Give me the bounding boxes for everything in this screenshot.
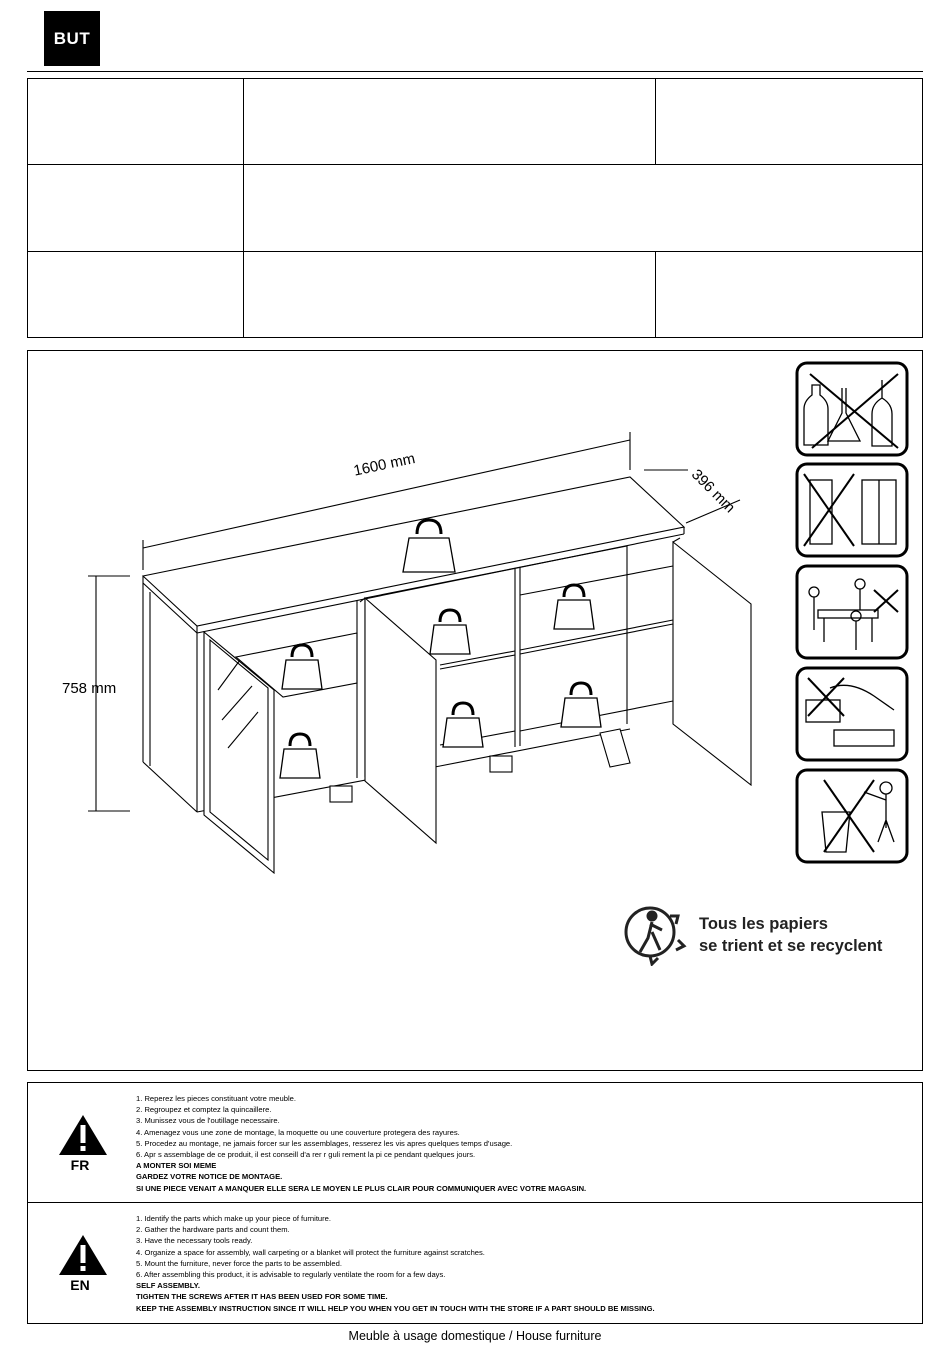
list-item: 1. Reperez les pieces constituant votre … [136, 1094, 296, 1103]
no-dragging-floor-icon [795, 666, 909, 762]
brand-logo-text: BUT [53, 28, 91, 48]
warning-icon [59, 1115, 107, 1155]
footer-usage-note: Meuble à usage domestique / House furnit… [348, 1329, 602, 1343]
list-item: 6. Apr s assemblage de ce produit, il es… [136, 1150, 476, 1160]
list-item: TIGHTEN THE SCREWS AFTER IT HAS BEEN USE… [136, 1292, 388, 1302]
table-row-divider [28, 251, 922, 252]
no-trash-disposal-icon [795, 768, 909, 864]
product-info-table [27, 78, 923, 338]
list-item: 5. Procedez au montage, ne jamais forcer… [136, 1138, 513, 1148]
two-person-assembly-icon [795, 564, 909, 660]
list-item: SELF ASSEMBLY. [136, 1281, 200, 1291]
table-column-divider [655, 251, 656, 337]
header-divider [27, 71, 923, 72]
list-item: 4. Organize a space for assembly, wall c… [136, 1247, 485, 1257]
instructions-list-en: 1. Identify the parts which make up your… [136, 1213, 655, 1314]
instructions-list-fr: 1. Reperez les pieces constituant votre … [136, 1093, 586, 1194]
assembly-notice-fr: FR 1. Reperez les pieces constituant vot… [27, 1082, 923, 1203]
list-item: 5. Mount the furniture, never force the … [136, 1258, 342, 1268]
recycling-line-2: se trient et se recyclent [699, 937, 883, 955]
language-code-fr: FR [70, 1157, 90, 1173]
no-chemical-cleaners-icon [795, 361, 909, 457]
list-item: 3. Munissez vous de l'outillage necessai… [136, 1116, 280, 1126]
warning-icon [59, 1235, 107, 1275]
list-item: 6. After assembling this product, it is … [136, 1270, 446, 1280]
list-item: SI UNE PIECE VENAIT A MANQUER ELLE SERA … [136, 1183, 587, 1193]
list-item: KEEP THE ASSEMBLY INSTRUCTION SINCE IT W… [136, 1303, 655, 1313]
assembly-notice-en: EN 1. Identify the parts which make up y… [27, 1203, 923, 1324]
list-item: GARDEZ VOTRE NOTICE DE MONTAGE. [136, 1172, 283, 1182]
brand-logo: BUT [44, 11, 100, 66]
list-item: 1. Identify the parts which make up your… [136, 1214, 332, 1223]
safety-pictograms [795, 361, 909, 864]
language-code-en: EN [70, 1277, 90, 1293]
table-column-divider [243, 79, 244, 337]
product-illustration-panel [27, 350, 923, 1071]
list-item: 4. Amenagez vous une zone de montage, la… [136, 1127, 460, 1137]
list-item: 2. Gather the hardware parts and count t… [136, 1225, 290, 1235]
height-dimension-label: 758 mm [62, 680, 117, 697]
recycling-message: Tous les papiers se trient et se recycle… [699, 913, 882, 957]
list-item: 3. Have the necessary tools ready. [136, 1236, 253, 1246]
table-column-divider [655, 79, 656, 164]
list-item: A MONTER SOI MEME [136, 1161, 217, 1171]
list-item: 2. Regroupez et comptez la quincaillere. [136, 1105, 272, 1115]
table-row-divider [28, 164, 922, 165]
no-wardrobe-overload-icon [795, 462, 909, 558]
triman-recycle-icon [624, 906, 687, 966]
recycling-line-1: Tous les papiers [699, 915, 828, 933]
